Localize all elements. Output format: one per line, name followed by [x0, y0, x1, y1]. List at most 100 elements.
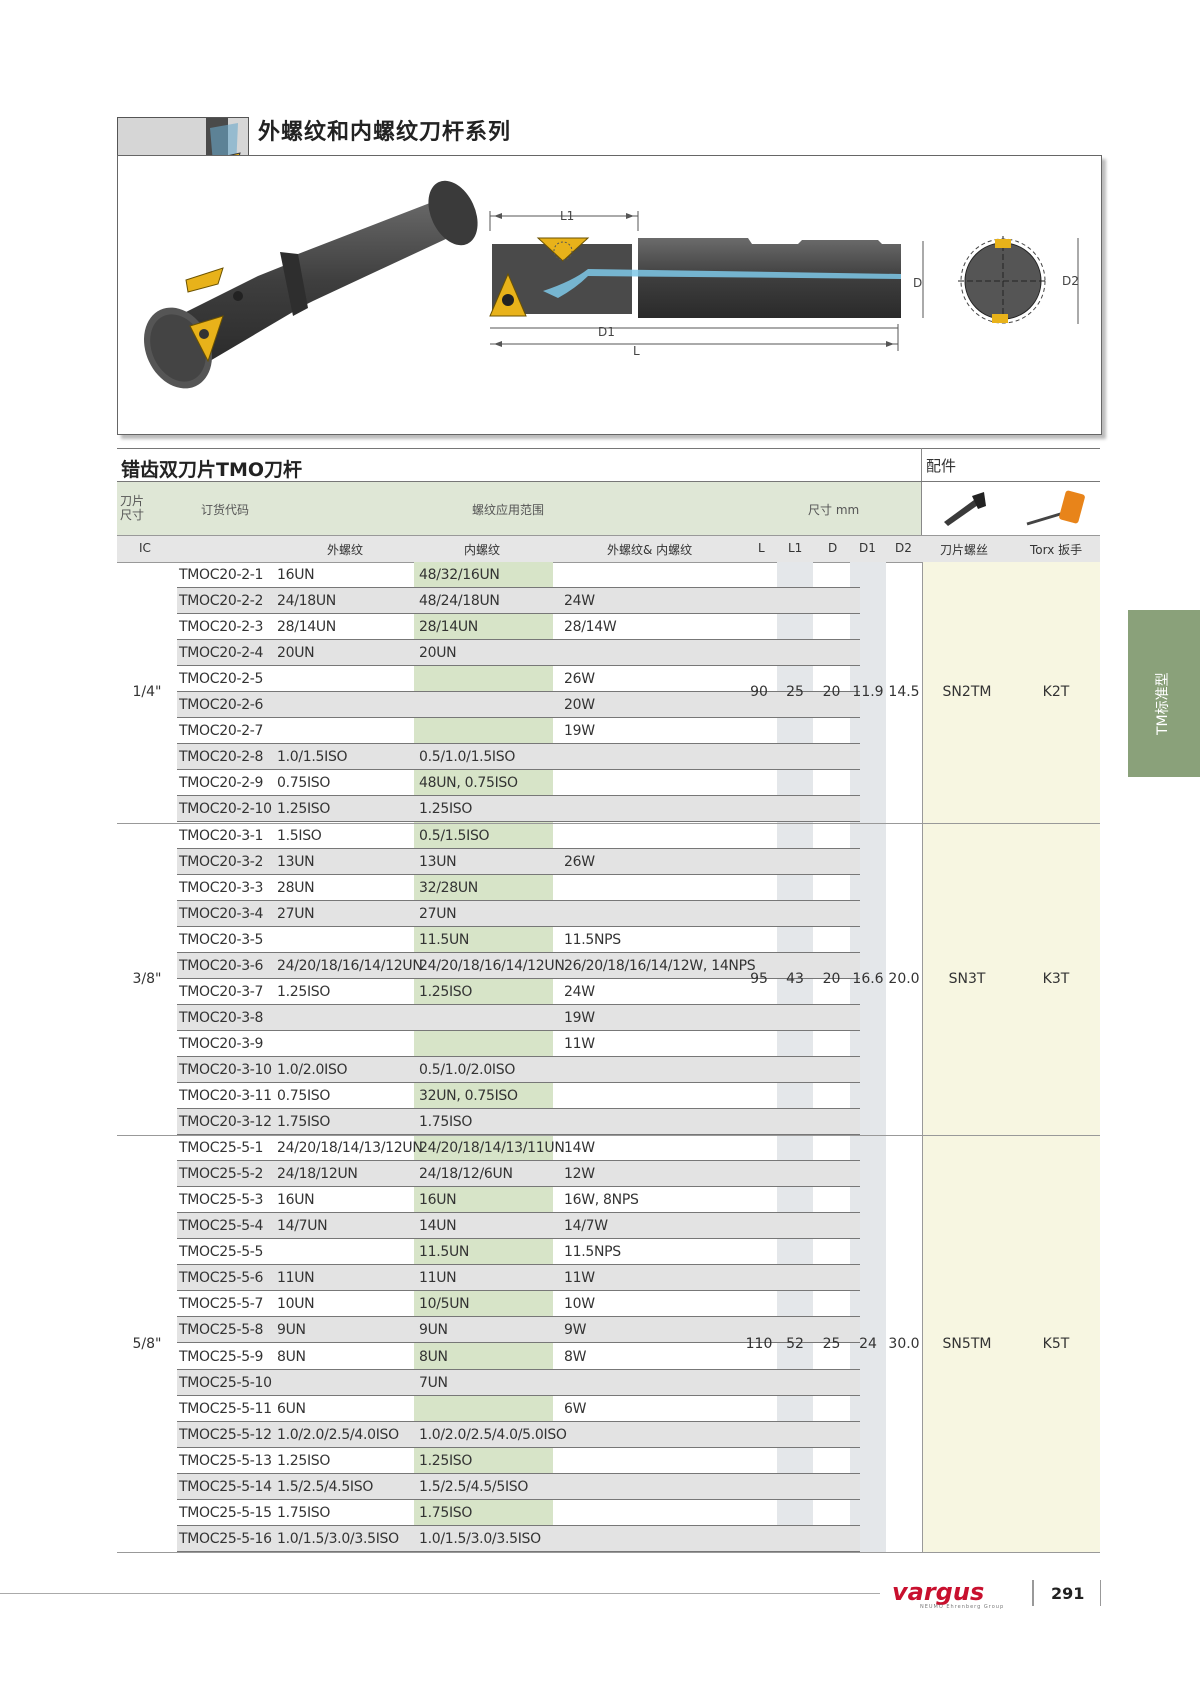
- external-thread-cell: 1.0/1.5/3.0/3.5ISO: [277, 1530, 399, 1547]
- external-thread-cell: 1.75ISO: [277, 1114, 331, 1131]
- accessory-column-divider: [922, 562, 923, 1552]
- tool-diagram: L1 L D1 D D2: [143, 180, 1079, 389]
- table-column-header: IC 外螺纹 内螺纹 外螺纹& 内螺纹 L L1 D D1 D2 刀片螺丝 To…: [117, 535, 1100, 563]
- col-internal: 内螺纹: [464, 543, 501, 557]
- tool-3d-view: [143, 180, 478, 389]
- order-code-heading: 订货代码: [201, 503, 250, 517]
- torx-wrench-icon: [1026, 490, 1085, 526]
- external-thread-cell: 16UN: [277, 567, 315, 583]
- L1-value: 43: [786, 970, 804, 987]
- L1-value: 25: [786, 684, 804, 701]
- external-thread-cell: 14/7UN: [277, 1218, 328, 1235]
- page-title: 外螺纹和内螺纹刀杆系列: [258, 120, 512, 145]
- insert-size-heading: 刀片 尺寸: [120, 494, 145, 522]
- col-D: D: [828, 541, 838, 555]
- torx-wrench-value: K3T: [1042, 970, 1070, 987]
- ic-value: 3/8": [132, 970, 162, 987]
- internal-thread-cell: 24/20/18/14/13/11UN: [419, 1140, 565, 1157]
- D-value: 20: [822, 970, 841, 987]
- combined-thread-cell: 20W: [564, 697, 595, 714]
- external-thread-cell: 1.75ISO: [277, 1504, 331, 1521]
- order-code-cell: TMOC20-2-4: [179, 645, 264, 662]
- footer-separator-right: [1100, 1580, 1101, 1606]
- order-code-cell: TMOC25-5-8: [179, 1322, 264, 1339]
- ic-value: 5/8": [132, 1335, 162, 1352]
- order-code-cell: TMOC20-2-7: [179, 723, 264, 740]
- thread-range-heading: 螺纹应用范围: [472, 503, 545, 517]
- external-thread-cell: 1.25ISO: [277, 1452, 331, 1469]
- order-code-cell: TMOC20-3-12: [179, 1114, 272, 1131]
- table-row: TMOC20-2-5 26W: [177, 666, 860, 693]
- internal-thread-cell: 9UN: [419, 1322, 448, 1339]
- accessory-icons-drawing: [944, 490, 1085, 526]
- external-thread-cell: 1.25ISO: [277, 801, 331, 818]
- combined-thread-cell: 14W: [564, 1140, 595, 1157]
- internal-thread-cell: 24/20/18/16/14/12UN: [419, 957, 565, 974]
- internal-thread-cell: 1.0/1.5/3.0/3.5ISO: [419, 1530, 541, 1547]
- ic-value: 1/4": [132, 684, 162, 701]
- side-section-tab: TM标准型: [1128, 610, 1200, 777]
- internal-thread-cell: 20UN: [419, 645, 457, 662]
- order-code-cell: TMOC25-5-4: [179, 1218, 264, 1235]
- D2-value: 20.0: [888, 970, 920, 987]
- external-thread-cell: 10UN: [277, 1296, 315, 1313]
- internal-thread-cell: 14UN: [419, 1218, 457, 1235]
- brand-logo: vargus: [892, 1578, 985, 1606]
- insert-screw-value: SN5TM: [942, 1335, 992, 1352]
- external-thread-cell: 0.75ISO: [277, 775, 331, 792]
- D-value: 20: [822, 684, 841, 701]
- external-thread-cell: 24/20/18/14/13/12UN: [277, 1140, 423, 1157]
- dimensions-heading: 尺寸 mm: [808, 503, 860, 517]
- external-thread-cell: 24/18UN: [277, 593, 336, 610]
- external-thread-cell: 6UN: [277, 1400, 306, 1417]
- external-thread-cell: 1.25ISO: [277, 983, 331, 1000]
- combined-thread-cell: 14/7W: [564, 1218, 608, 1235]
- table-group-header: 刀片 尺寸 订货代码 螺纹应用范围 尺寸 mm: [117, 482, 921, 535]
- combined-thread-cell: 11W: [564, 1270, 595, 1287]
- external-thread-cell: 13UN: [277, 853, 315, 870]
- col-D1: D1: [859, 541, 876, 555]
- internal-thread-cell: 1.25ISO: [419, 1452, 473, 1469]
- insert-screw-value: SN2TM: [942, 684, 992, 701]
- D1-value: 11.9: [852, 684, 884, 701]
- order-code-cell: TMOC25-5-9: [179, 1348, 264, 1365]
- external-thread-cell: 8UN: [277, 1348, 306, 1365]
- internal-thread-cell: 13UN: [419, 853, 457, 870]
- order-code-cell: TMOC20-2-6: [179, 697, 264, 714]
- combined-thread-cell: 26W: [564, 671, 595, 688]
- brand-subtitle: NEUMO Ehrenberg Group: [920, 1604, 1005, 1610]
- combined-thread-cell: 19W: [564, 723, 595, 740]
- combined-thread-cell: 16W, 8NPS: [564, 1192, 639, 1209]
- order-code-cell: TMOC20-3-2: [179, 853, 264, 870]
- order-code-cell: TMOC20-2-10: [179, 801, 272, 818]
- col-screw: 刀片螺丝: [940, 543, 989, 557]
- L-value: 110: [745, 1335, 773, 1352]
- external-thread-cell: 24/18/12UN: [277, 1166, 358, 1183]
- order-code-cell: TMOC25-5-3: [179, 1192, 264, 1209]
- combined-thread-cell: 6W: [564, 1400, 587, 1417]
- order-code-cell: TMOC20-3-3: [179, 879, 264, 896]
- table-row: TMOC20-2-6 20W: [177, 692, 860, 719]
- external-thread-cell: 9UN: [277, 1322, 306, 1339]
- dim-L-label: L: [633, 344, 640, 358]
- D1-value: 24: [859, 1335, 877, 1352]
- order-code-cell: TMOC25-5-1: [179, 1140, 264, 1157]
- internal-thread-cell: 11UN: [419, 1270, 457, 1287]
- order-code-cell: TMOC20-2-5: [179, 671, 264, 688]
- group-separator: [117, 822, 1100, 824]
